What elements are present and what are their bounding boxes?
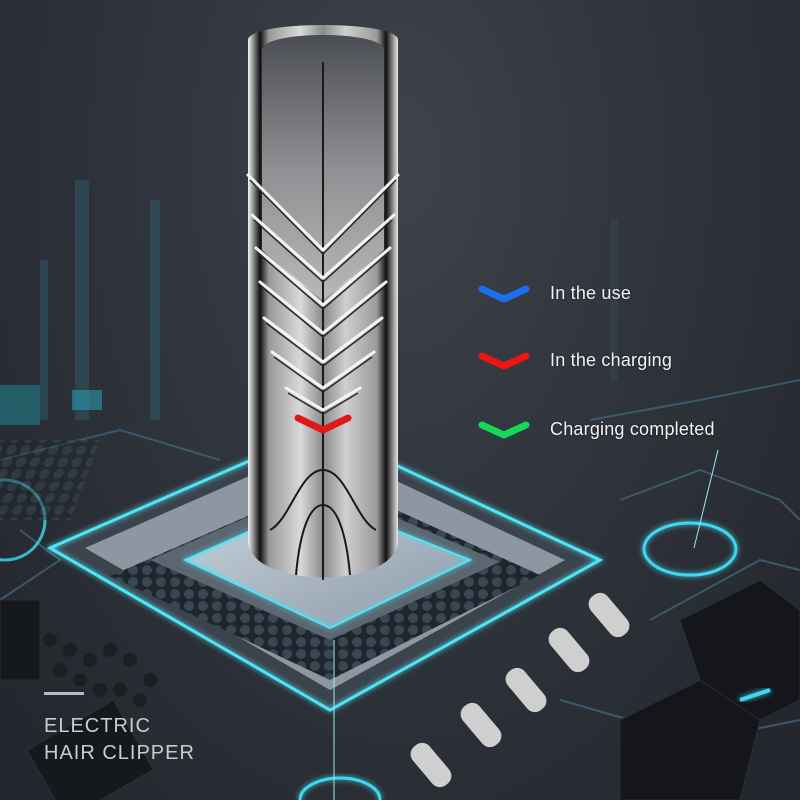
legend-label: In the charging <box>550 349 673 370</box>
caption-line-1: ELECTRIC <box>44 715 151 737</box>
chevron-indicator-icon <box>478 285 530 303</box>
legend-item-charging: In the charging <box>476 345 672 375</box>
product-caption: ELECTRIC HAIR CLIPPER <box>44 692 195 767</box>
caption-divider <box>44 692 84 695</box>
chevron-indicator-icon <box>478 352 530 370</box>
legend-item-in-use: In the use <box>476 278 631 308</box>
caption-line-2: HAIR CLIPPER <box>44 742 195 764</box>
legend-item-charging-completed: Charging completed <box>476 414 715 444</box>
legend-label: Charging completed <box>550 418 715 439</box>
red-indicator-light <box>294 414 352 434</box>
legend-label: In the use <box>550 282 632 303</box>
chevron-indicator-icon <box>478 421 530 439</box>
